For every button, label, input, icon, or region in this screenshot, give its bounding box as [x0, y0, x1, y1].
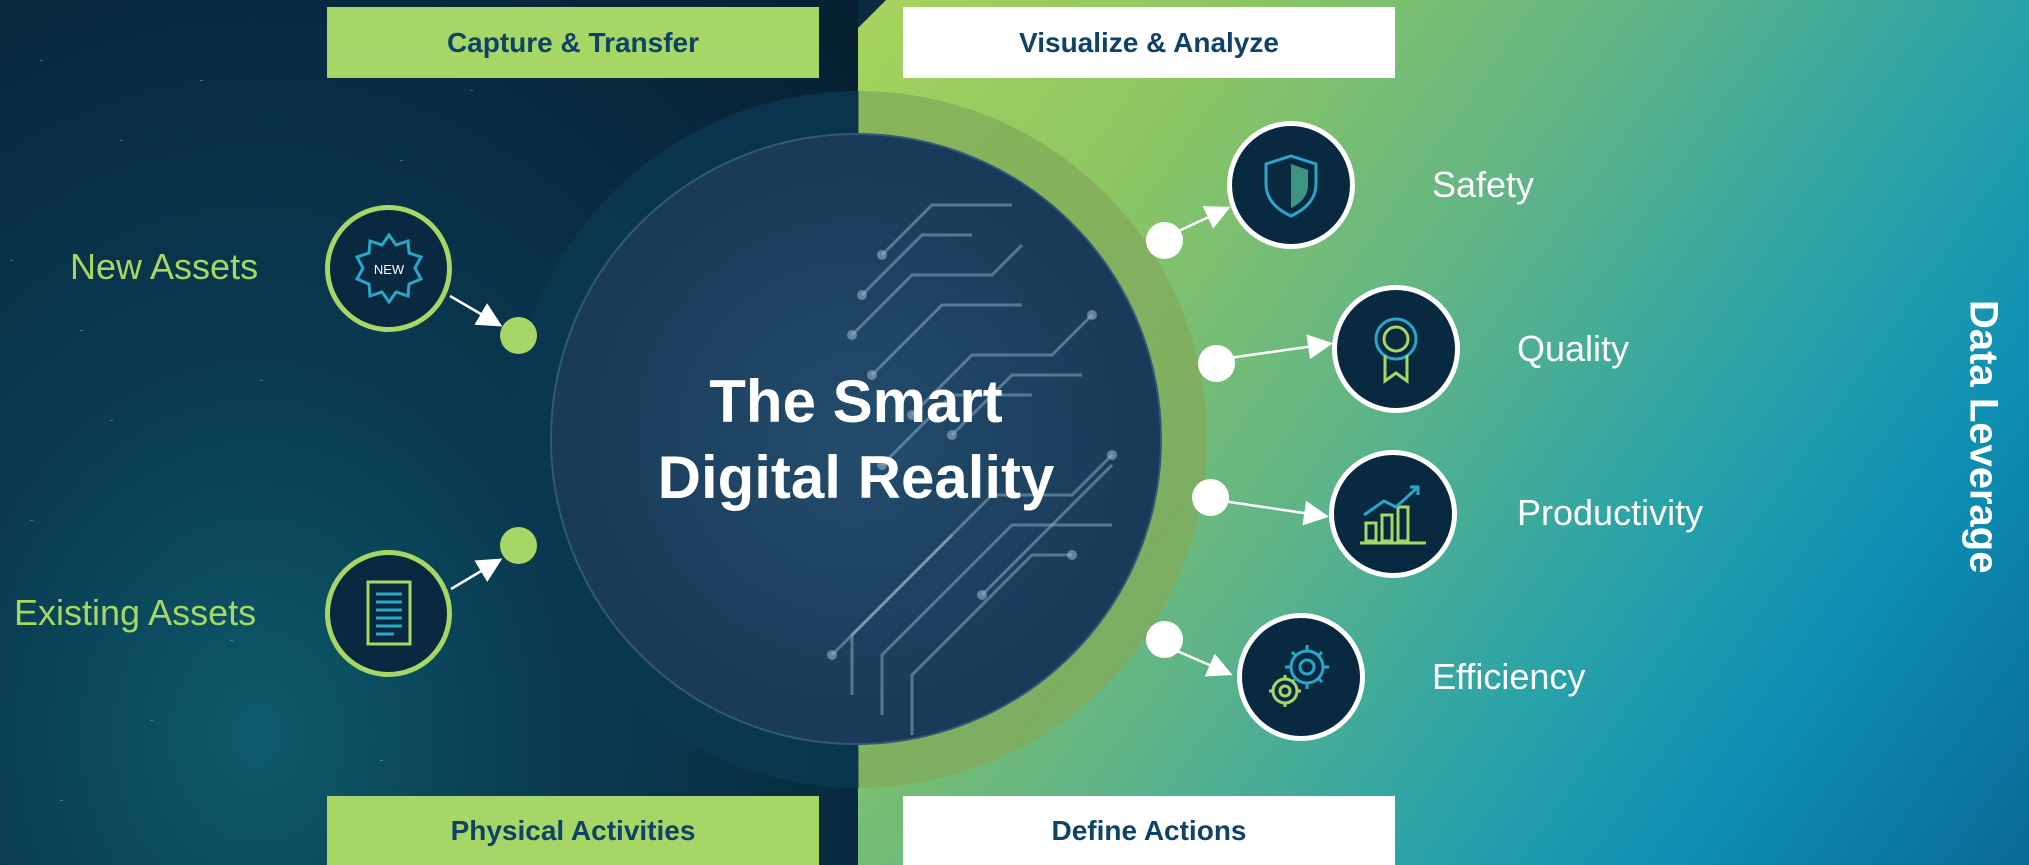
center-title-line1: The Smart — [709, 368, 1003, 435]
award-ribbon-icon — [1374, 317, 1418, 384]
efficiency-dot — [1146, 621, 1183, 658]
quality-dot — [1198, 345, 1235, 382]
data-leverage-label: Data Leverage — [1961, 300, 2006, 574]
capture-transfer-label: Capture & Transfer — [446, 26, 700, 58]
visualize-analyze-label: Visualize & Analyze — [1019, 26, 1279, 58]
center-circle — [550, 133, 1162, 745]
efficiency-item — [1237, 613, 1365, 741]
safety-dot — [1146, 222, 1183, 259]
efficiency-arrow — [1169, 646, 1233, 677]
capture-transfer-header: Capture & Transfer — [327, 7, 819, 78]
productivity-item — [1329, 450, 1457, 578]
new-badge-icon: NEW — [354, 231, 423, 305]
existing-assets-dot — [500, 527, 537, 564]
existing-assets-label: Existing Assets — [14, 592, 257, 633]
productivity-arrow — [1215, 498, 1329, 526]
existing-assets-arrow — [450, 558, 503, 591]
growth-chart-icon — [1360, 485, 1426, 545]
new-assets-item: NEW — [325, 205, 452, 332]
safety-item — [1227, 121, 1355, 249]
new-assets-arrow — [449, 294, 503, 327]
gears-icon — [1269, 645, 1329, 707]
physical-activities-label: Physical Activities — [450, 814, 696, 846]
center-title-line2: Digital Reality — [657, 444, 1055, 511]
new-assets-label: New Assets — [70, 246, 259, 287]
quality-item — [1332, 285, 1460, 413]
efficiency-label: Efficiency — [1432, 656, 1586, 697]
physical-activities-header: Physical Activities — [327, 796, 819, 865]
quality-arrow — [1221, 334, 1333, 361]
new-assets-dot — [500, 317, 537, 354]
circuit-pattern — [827, 203, 1117, 735]
safety-label: Safety — [1432, 164, 1535, 205]
define-actions-header: Define Actions — [903, 796, 1395, 865]
document-icon — [366, 580, 411, 645]
productivity-dot — [1192, 479, 1229, 516]
shield-icon — [1264, 154, 1318, 218]
define-actions-label: Define Actions — [1051, 814, 1247, 846]
existing-assets-item — [325, 550, 452, 677]
quality-label: Quality — [1517, 328, 1630, 369]
svg-text:NEW: NEW — [373, 262, 404, 277]
productivity-label: Productivity — [1517, 492, 1704, 533]
visualize-analyze-header: Visualize & Analyze — [903, 7, 1395, 78]
